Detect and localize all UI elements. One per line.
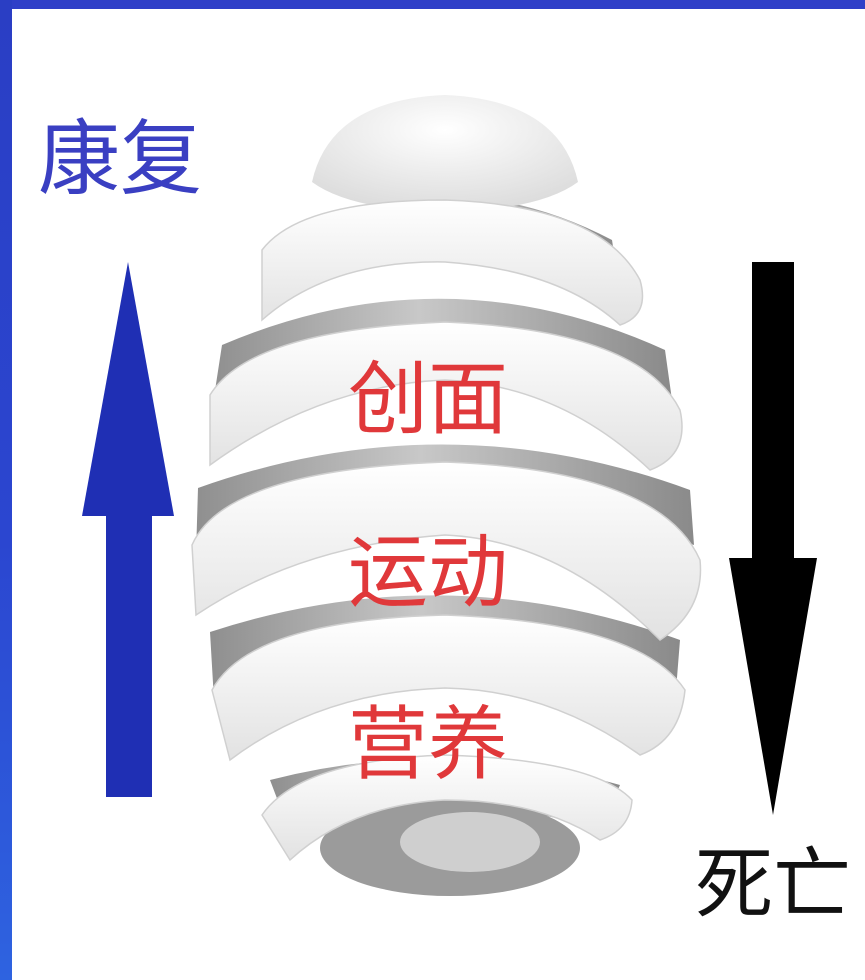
- exercise-layer-label: 运动: [348, 526, 508, 619]
- spiral-front-band: [211, 614, 686, 762]
- spiral-egg-graphic: [191, 95, 702, 896]
- spiral-front-band: [261, 754, 633, 862]
- top-frame-bar: [0, 0, 865, 9]
- spiral-top-cap: [312, 95, 578, 212]
- death-label: 死亡: [695, 840, 852, 930]
- wound-layer-label: 创面: [348, 353, 508, 446]
- spiral-front-band: [191, 461, 702, 641]
- arrow-down-icon: [729, 262, 817, 815]
- spiral-front-band: [209, 321, 683, 471]
- arrow-up-icon: [82, 262, 174, 797]
- nutrition-layer-label: 营养: [348, 698, 508, 791]
- left-frame-bar: [0, 0, 12, 980]
- recovery-label: 康复: [38, 112, 203, 207]
- spiral-front-band: [261, 199, 644, 326]
- spiral-bottom-inner: [400, 812, 540, 872]
